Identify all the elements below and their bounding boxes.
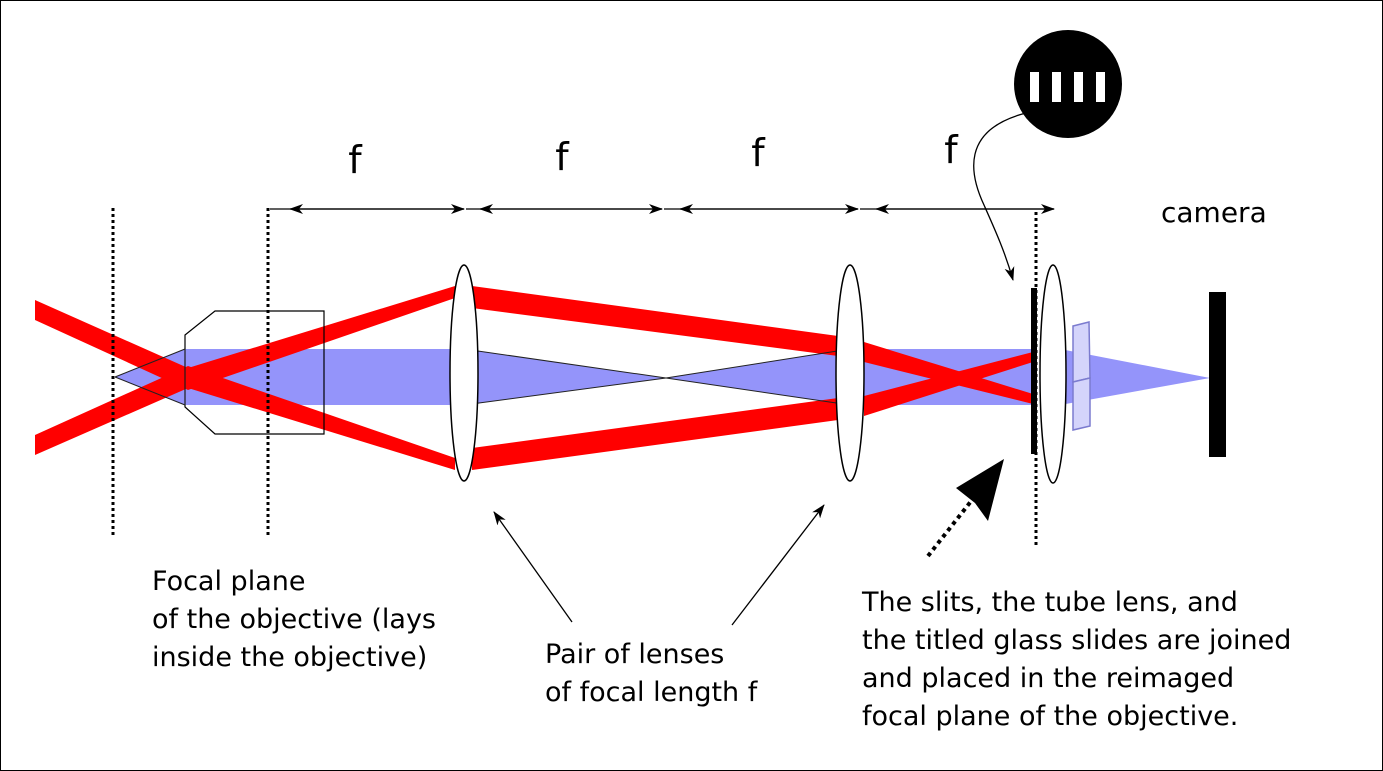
focal-length-label-2: f	[555, 135, 570, 179]
glass-slide-upper	[1072, 321, 1091, 383]
blue-beam-converging-cone	[464, 349, 666, 405]
lens-pair-caption: Pair of lenses of focal length f	[545, 639, 759, 708]
lens-pair-caption-line-1: Pair of lenses	[545, 639, 724, 670]
red-beam-incoming-lower	[35, 366, 188, 455]
red-beams	[35, 286, 1033, 470]
first-lens	[449, 264, 479, 482]
slits-caption-line-4: focal plane of the objective.	[862, 701, 1238, 732]
red-beam-to-slits-upper	[864, 342, 1033, 404]
lens-pair-caption-line-2: of focal length f	[545, 677, 759, 708]
slits-assembly-pointer-arrow	[926, 459, 1004, 558]
tilted-glass-slides	[1072, 321, 1091, 431]
slit-mask-pointer-arrow	[973, 112, 1027, 281]
slit-mask-icon	[1014, 30, 1122, 138]
lens2-pointer-arrow	[731, 504, 825, 626]
focal-plane-caption-line-2: of the objective (lays	[152, 604, 436, 635]
red-beam-to-lens1-lower	[188, 366, 455, 470]
focal-length-label-3: f	[751, 131, 766, 175]
objective-outline	[184, 310, 325, 435]
dotted-planes	[111, 208, 1038, 545]
camera-label: camera	[1161, 196, 1267, 229]
camera-sensor	[1209, 292, 1226, 457]
focal-length-label-4: f	[944, 128, 959, 172]
red-beam-between-lenses-lower	[472, 398, 838, 470]
slit-plate	[1031, 288, 1037, 454]
slits-caption-line-3: and placed in the reimaged	[862, 663, 1234, 694]
focal-plane-caption: Focal plane of the objective (lays insid…	[152, 566, 436, 673]
tube-lens	[1039, 264, 1067, 484]
slits-caption-line-2: the titled glass slides are joined	[862, 625, 1291, 656]
glass-slide-lower	[1072, 377, 1091, 431]
slits-caption: The slits, the tube lens, and the titled…	[861, 587, 1291, 732]
slits-caption-line-1: The slits, the tube lens, and	[861, 587, 1238, 618]
red-beam-between-lenses-upper	[472, 286, 838, 356]
red-beam-to-lens1-upper	[188, 286, 455, 390]
red-beam-incoming-upper	[35, 300, 188, 390]
second-lens	[835, 264, 865, 482]
lens1-pointer-arrow	[493, 511, 573, 623]
focal-plane-caption-line-1: Focal plane	[152, 566, 305, 597]
red-beam-to-slits-lower	[864, 352, 1033, 416]
focal-plane-caption-line-3: inside the objective)	[152, 642, 427, 673]
blue-beam-camera-cone	[1060, 349, 1210, 405]
beam-outline-lines	[114, 348, 851, 406]
focal-length-label-1: f	[348, 138, 363, 182]
blue-beam-diverging-cone	[666, 349, 850, 405]
